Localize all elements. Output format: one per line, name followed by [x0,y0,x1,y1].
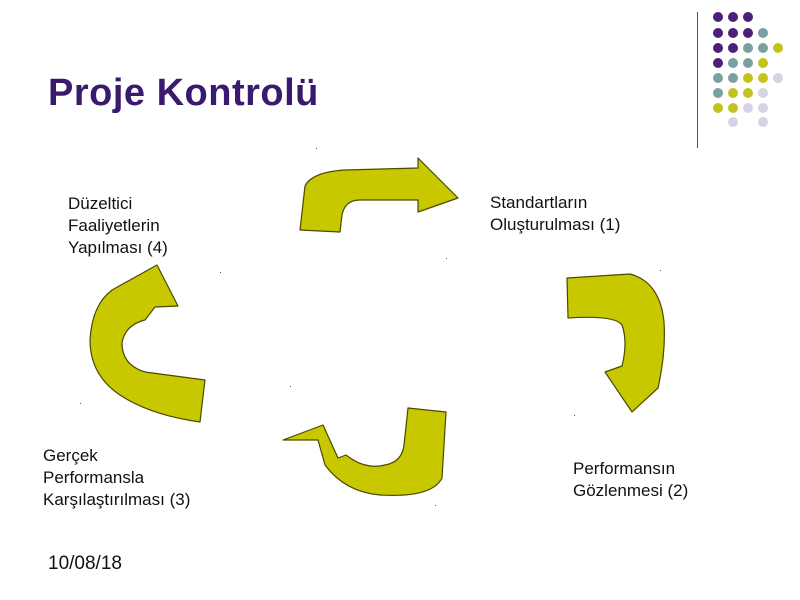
cycle-step-4-label: Düzeltici Faaliyetlerin Yapılması (4) [68,194,168,257]
slide-date: 10/08/18 [48,553,122,574]
slide-title: Proje Kontrolü [48,72,319,114]
cycle-arrow-4 [89,264,206,423]
cycle-arrow-2 [566,273,665,413]
decorative-dot-grid [713,12,783,127]
cycle-arrow-1 [299,157,459,233]
cycle-arrow-3 [282,407,447,496]
cycle-step-3-label: Gerçek Performansla Karşılaştırılması (3… [43,446,191,509]
cycle-step-2-label: Performansın Gözlenmesi (2) [573,459,689,500]
cycle-step-1-label: Standartların Oluşturulması (1) [490,193,621,234]
decorative-divider [697,12,698,148]
